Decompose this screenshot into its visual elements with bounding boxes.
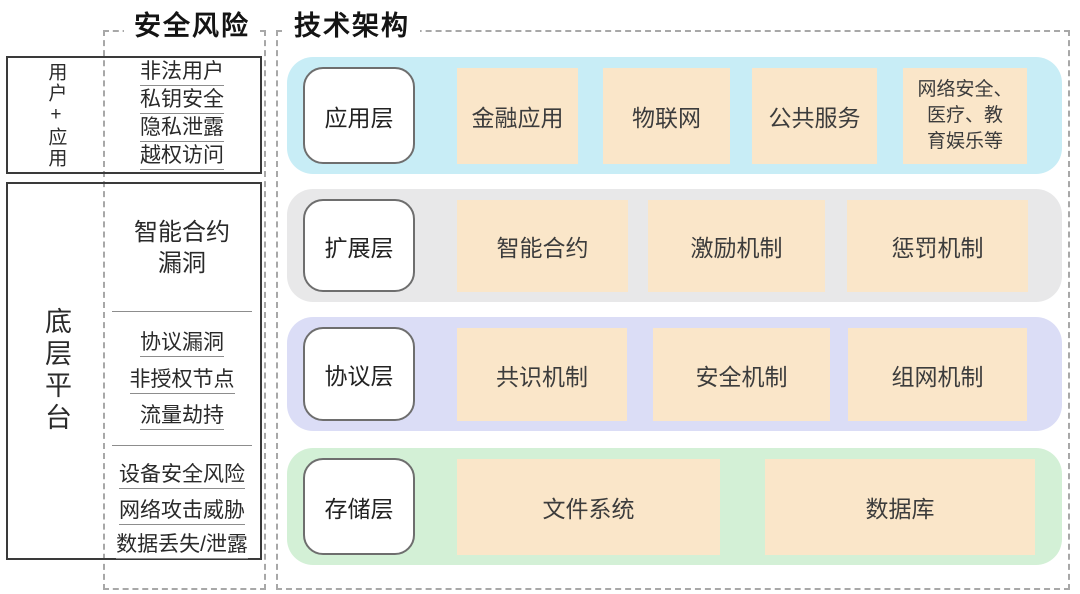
arch-box-security-mechanism: 安全机制: [653, 328, 830, 421]
risk-item-network-attack-row: 网络攻击威胁: [106, 498, 258, 526]
risk-item-unauthorized-access: 越权访问: [140, 144, 224, 170]
risk-item-protocol-vuln: 协议漏洞: [140, 331, 224, 357]
user-app-risk-box: 用户+应用 非法用户 私钥安全 隐私泄露 越权访问: [6, 56, 262, 174]
arch-box-financial-apps: 金融应用: [457, 68, 578, 164]
risk-item-protocol-vuln-row: 协议漏洞: [106, 330, 258, 358]
row-application-layer: 应用层 金融应用 物联网 公共服务 网络安全、 医疗、教 育娱乐等: [287, 57, 1062, 174]
risk-item-device-security-row: 设备安全风险: [106, 462, 258, 490]
arch-box-database: 数据库: [765, 459, 1035, 555]
tech-architecture-title: 技术架构: [284, 8, 420, 44]
extension-layer-label: 扩展层: [303, 199, 415, 292]
arch-box-punishment-mechanism: 惩罚机制: [847, 200, 1028, 292]
risk-item-privacy-leak: 隐私泄露: [140, 116, 224, 142]
row-protocol-layer: 协议层 共识机制 安全机制 组网机制: [287, 317, 1062, 431]
risk-item-illegal-user: 非法用户: [140, 60, 224, 86]
row-extension-layer: 扩展层 智能合约 激励机制 惩罚机制: [287, 189, 1062, 302]
risk-item-private-key-security: 私钥安全: [140, 88, 224, 114]
arch-box-public-services: 公共服务: [752, 68, 877, 164]
platform-vertical-label-column: 底层平台: [8, 184, 103, 558]
row-storage-layer: 存储层 文件系统 数据库: [287, 448, 1062, 565]
platform-risk-box: 底层平台 智能合约 漏洞 协议漏洞 非授权节点 流量劫持 设备安全风险 网络攻击…: [6, 182, 262, 560]
risk-item-device-security: 设备安全风险: [119, 463, 245, 489]
user-app-vertical-label: 用户+应用: [45, 61, 67, 169]
risk-item-unauthorized-node: 非授权节点: [129, 368, 235, 394]
risk-item-data-loss: 数据丢失/泄露: [116, 533, 248, 559]
arch-box-consensus-mechanism: 共识机制: [457, 328, 627, 421]
platform-vertical-label: 底层平台: [41, 307, 72, 435]
platform-risk-list: 智能合约 漏洞 协议漏洞 非授权节点 流量劫持 设备安全风险 网络攻击威胁 数据…: [106, 184, 258, 560]
risk-item-network-attack: 网络攻击威胁: [119, 499, 245, 525]
application-layer-label: 应用层: [303, 67, 415, 164]
section-divider: [112, 311, 252, 312]
user-app-vertical-label-column: 用户+应用: [8, 58, 103, 172]
arch-box-incentive-mechanism: 激励机制: [648, 200, 825, 292]
arch-box-smart-contract: 智能合约: [457, 200, 628, 292]
risk-item-data-loss-row: 数据丢失/泄露: [106, 532, 258, 560]
arch-box-networking-mechanism: 组网机制: [848, 328, 1027, 421]
risk-item-smart-contract-vuln: 智能合约 漏洞: [134, 219, 230, 277]
tech-architecture-panel-border: [276, 30, 1070, 590]
user-app-risk-list: 非法用户 私钥安全 隐私泄露 越权访问: [106, 58, 258, 172]
security-risk-title: 安全风险: [124, 8, 260, 44]
risk-item-traffic-hijack: 流量劫持: [140, 404, 224, 430]
arch-box-other-applications: 网络安全、 医疗、教 育娱乐等: [903, 68, 1027, 164]
risk-item-unauthorized-node-row: 非授权节点: [106, 367, 258, 395]
storage-layer-label: 存储层: [303, 458, 415, 555]
arch-box-iot: 物联网: [603, 68, 730, 164]
section-divider: [112, 445, 252, 446]
protocol-layer-label: 协议层: [303, 327, 415, 421]
risk-item-traffic-hijack-row: 流量劫持: [106, 403, 258, 431]
arch-box-file-system: 文件系统: [457, 459, 720, 555]
